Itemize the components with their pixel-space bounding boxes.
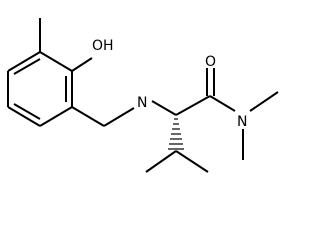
n-alpha-bond: [151, 100, 177, 116]
benzene-ring: [7, 51, 73, 127]
n-methyl-up-bond: [249, 91, 279, 112]
carbonyl-oxygen-label: O: [205, 54, 216, 70]
ch2-n-bond: [103, 107, 135, 127]
amide-nitrogen-label: N: [237, 114, 247, 130]
hydroxyl-bond: [71, 57, 93, 72]
structure-diagram: OH N O N: [7, 18, 279, 173]
carbonyl-n-bond: [209, 95, 236, 112]
stereo-hash-bond: [168, 118, 184, 150]
alpha-carbonyl-bond: [175, 95, 211, 116]
benzyl-bond: [71, 106, 105, 127]
isopropyl-left-bond: [145, 150, 177, 173]
isopropyl-right-bond: [175, 150, 209, 173]
amine-label: N: [137, 95, 147, 111]
molecule-drawing: OH N O N: [7, 18, 279, 173]
hydroxyl-label: OH: [92, 38, 114, 54]
